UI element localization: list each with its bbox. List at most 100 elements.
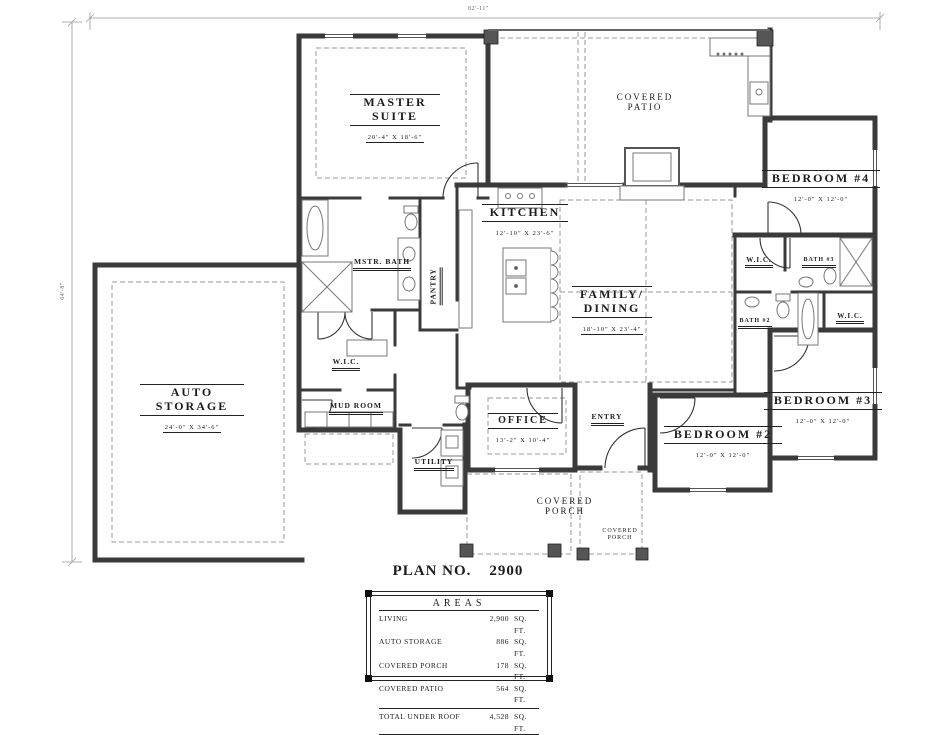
table-corner-ornament (546, 675, 553, 682)
plan-title-prefix: PLAN NO. (392, 563, 472, 579)
room-name: UTILITY (413, 457, 455, 471)
room-dims: 20'-4" X 18'-6" (365, 134, 425, 144)
row-label: LIVING (379, 614, 408, 623)
room-name: MUD ROOM (329, 401, 383, 415)
room-label-pantry: PANTRY (429, 256, 443, 316)
windows (325, 32, 879, 494)
room-label-mstr-bath: MSTR. BATH (348, 257, 416, 271)
row-unit: SQ. FT. (514, 614, 527, 635)
room-dims: 12'-10" X 23'-6" (495, 229, 555, 237)
room-label-bedroom2: BEDROOM #2 12'-0" X 12'-0" (664, 426, 782, 462)
bath2-fixtures (744, 292, 819, 346)
room-dims: 12'-0" X 12'-0" (793, 195, 849, 203)
master-toilet (403, 205, 419, 231)
dimension-lines (62, 12, 885, 567)
master-bathtub (301, 199, 329, 257)
kitchen-island (502, 247, 559, 323)
fireplace (619, 147, 685, 201)
room-name: KITCHEN (482, 204, 568, 222)
room-label-bedroom4: BEDROOM #4 12'-0" X 12'-0" (762, 170, 880, 206)
table-row: COVERED PORCH 178 SQ. FT. (379, 660, 539, 683)
room-name: BEDROOM #3 (764, 392, 882, 410)
room-label-wic-bed3: W.I.C. (827, 312, 873, 325)
room-name: PANTRY (429, 267, 443, 306)
room-label-entry: ENTRY (582, 412, 632, 426)
room-name: BEDROOM #2 (664, 426, 782, 444)
room-label-auto-storage: AUTO STORAGE 24'-0" X 34'-6" (140, 384, 244, 434)
room-label-master-suite: MASTER SUITE 20'-4" X 18'-6" (350, 94, 440, 144)
interior-walls (298, 183, 877, 432)
floor-plan-drawing (62, 12, 885, 567)
room-name: COVERED PATIO (616, 92, 674, 113)
table-corner-ornament (546, 590, 553, 597)
row-label: AUTO STORAGE (379, 637, 443, 647)
table-row: LIVING 2,900 SQ. FT. (379, 613, 539, 636)
room-label-bedroom3: BEDROOM #3 12'-0" X 12'-0" (764, 392, 882, 428)
room-label-covered-patio: COVERED PATIO (605, 92, 685, 113)
room-name: W.I.C. (836, 312, 864, 325)
kitchen-range (497, 187, 543, 209)
table-corner-ornament (365, 675, 372, 682)
washer-dryer (440, 429, 464, 487)
room-name: W.I.C. (331, 357, 361, 371)
table-row: AUTO STORAGE 886 SQ. FT. (379, 636, 539, 659)
kitchen-counter (458, 209, 473, 329)
room-label-bath2: BATH #2 (732, 318, 778, 329)
room-label-covered-porch-small: COVERED PORCH (594, 528, 646, 542)
room-name: MASTER SUITE (350, 94, 440, 126)
top-dimension: 82'-11" (468, 6, 489, 12)
room-dims: 13'-2" X 10'-4" (495, 436, 551, 444)
wic-dresser (346, 339, 388, 357)
room-label-office: OFFICE 13'-2" X 10'-4" (488, 413, 558, 447)
room-name: ENTRY (590, 412, 624, 426)
left-dimension: 64'-8" (59, 282, 66, 300)
areas-table-title: AREAS (379, 598, 539, 611)
plan-number: 2900 (489, 563, 524, 579)
room-label-bath3: BATH #3 (796, 257, 842, 268)
row-unit: SQ. FT. (514, 660, 527, 682)
porch-columns (459, 29, 774, 561)
row-value: 564 (496, 683, 509, 693)
row-unit: SQ. FT. (514, 712, 527, 733)
room-name: OFFICE (488, 413, 558, 429)
room-dims: 12'-0" X 12'-0" (695, 451, 751, 459)
row-label: COVERED PORCH (379, 660, 448, 670)
master-shower (301, 261, 353, 313)
row-value: 886 (496, 637, 509, 647)
row-value: 2,900 (489, 614, 509, 623)
room-label-wic-bed4: W.I.C. (737, 256, 781, 269)
room-dims: 12'-0" X 12'-0" (795, 417, 851, 425)
areas-table-inner: AREAS LIVING 2,900 SQ. FT. AUTO STORAGE … (370, 595, 548, 735)
outdoor-kitchen (709, 37, 771, 117)
room-name: BATH #3 (802, 257, 836, 268)
room-label-mud-room: MUD ROOM (324, 401, 388, 415)
row-value: 178 (496, 660, 509, 670)
row-unit: SQ. FT. (514, 637, 527, 658)
row-label: COVERED PATIO (379, 683, 444, 693)
room-name: COVERED PORCH (602, 528, 638, 541)
room-label-family-dining: FAMILY/ DINING 18'-10" X 23'-4" (572, 286, 652, 336)
room-label-covered-porch: COVERED PORCH (520, 496, 610, 517)
room-name: FAMILY/ DINING (572, 286, 652, 318)
bath3-fixtures (798, 237, 873, 288)
room-name: BEDROOM #4 (762, 170, 880, 188)
dashed-outlines (111, 32, 766, 555)
room-name: COVERED PORCH (536, 496, 594, 517)
room-name: BATH #2 (738, 318, 772, 329)
room-name: MSTR. BATH (352, 257, 412, 271)
room-name: W.I.C. (745, 256, 773, 269)
table-total-row: TOTAL UNDER ROOF 4,528 SQ. FT. (379, 708, 539, 735)
floor-plan-sheet: { "plan": { "title_prefix": "PLAN NO.", … (59, 6, 885, 735)
plan-title: PLAN NO. 2900 (366, 563, 550, 580)
row-unit: SQ. FT. (514, 683, 527, 705)
row-label: TOTAL UNDER ROOF (379, 712, 461, 721)
room-label-kitchen: KITCHEN 12'-10" X 23'-6" (482, 204, 568, 240)
fixtures (301, 37, 873, 487)
powder-toilet (454, 395, 470, 421)
table-row: COVERED PATIO 564 SQ. FT. (379, 683, 539, 706)
areas-table: AREAS LIVING 2,900 SQ. FT. AUTO STORAGE … (365, 590, 553, 735)
room-name: AUTO STORAGE (140, 384, 244, 416)
table-corner-ornament (365, 590, 372, 597)
room-label-wic-master: W.I.C. (320, 357, 372, 371)
room-dims: 18'-10" X 23'-4" (580, 326, 644, 336)
